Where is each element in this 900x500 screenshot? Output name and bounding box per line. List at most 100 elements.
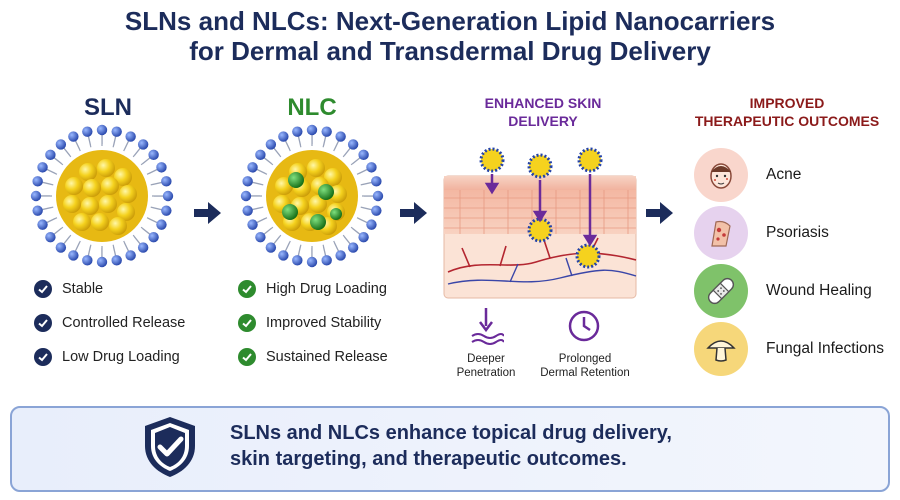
skin-note-line: Penetration — [456, 367, 516, 379]
sln-item: Stable — [34, 276, 214, 302]
lipid-head — [148, 149, 159, 161]
lipid-head — [30, 190, 42, 202]
lipid-head — [125, 131, 136, 142]
lipid-head — [156, 162, 167, 173]
outcome-label: Fungal Infections — [766, 340, 885, 357]
skin-note-line: Dermal Retention — [540, 367, 630, 379]
outcomes-heading-line-2: THERAPEUTIC OUTCOMES — [694, 113, 880, 129]
lipid-head — [111, 255, 122, 266]
sln-checklist: Stable Controlled Release Low Drug Loadi… — [34, 276, 214, 370]
skin-note-penetration: Deeper Penetration — [440, 352, 532, 380]
lipid-head — [247, 162, 258, 173]
lipid-head — [242, 176, 253, 187]
lipid-head — [306, 256, 318, 268]
skin-note-line: Prolonged — [558, 353, 612, 365]
lipid-head — [161, 176, 172, 187]
skin-note-line: Deeper — [467, 353, 505, 365]
check-icon — [238, 348, 256, 366]
lipid-head — [162, 190, 174, 202]
lipid-head — [55, 139, 67, 150]
summary-text: SLNs and NLCs enhance topical drug deliv… — [230, 420, 830, 472]
lipid-head — [366, 162, 377, 173]
lipid-head — [255, 231, 266, 243]
lipid-head — [335, 250, 346, 261]
sln-item-label: Low Drug Loading — [62, 349, 180, 365]
lipid-head — [37, 162, 48, 173]
lipid-head — [247, 219, 258, 230]
summary-line-2: skin targeting, and therapeutic outcomes… — [230, 448, 627, 470]
outcome-item: Psoriasis — [694, 204, 894, 262]
arrow-right-icon — [400, 202, 427, 224]
nlc-shell — [240, 124, 384, 268]
lipid-head — [278, 131, 289, 142]
lipid-head — [372, 190, 384, 202]
nlc-heading: NLC — [287, 94, 337, 121]
lipid-head — [82, 126, 93, 137]
nlc-item: Sustained Release — [238, 344, 418, 370]
lipid-head — [347, 242, 359, 253]
lipid-head — [321, 255, 332, 266]
sln-particle-illustration — [30, 124, 174, 268]
lipid-head — [161, 205, 172, 216]
skin-heading-line-2: DELIVERY — [508, 113, 578, 129]
nlc-particle-illustration — [240, 124, 384, 268]
bandage-icon — [694, 264, 748, 318]
lipid-head — [358, 231, 369, 243]
face-icon — [694, 148, 748, 202]
lipid-head — [265, 139, 277, 150]
skin-patch-icon — [694, 206, 748, 260]
lipid-head — [321, 126, 332, 137]
outcome-label: Psoriasis — [766, 224, 829, 241]
arrow-right-icon — [194, 202, 221, 224]
check-icon — [238, 314, 256, 332]
title-line-1: SLNs and NLCs: Next-Generation Lipid Nan… — [124, 6, 776, 36]
sln-item: Controlled Release — [34, 310, 214, 336]
check-icon — [34, 280, 52, 298]
outcomes-heading: IMPROVED THERAPEUTIC OUTCOMES — [676, 94, 898, 130]
lipid-head — [242, 205, 253, 216]
nlc-item: Improved Stability — [238, 310, 418, 336]
lipid-head — [32, 176, 43, 187]
lipid-head — [32, 205, 43, 216]
lipid-head — [96, 256, 108, 268]
lipid-head — [335, 131, 346, 142]
lipid-head — [37, 219, 48, 230]
lipid-head — [68, 250, 79, 261]
lipid-head — [240, 190, 252, 202]
lipid-head — [68, 131, 79, 142]
outcomes-heading-line-1: IMPROVED — [749, 95, 825, 111]
outcome-item: Fungal Infections — [694, 320, 894, 378]
nlc-item-label: Improved Stability — [266, 315, 382, 331]
skin-cross-section-illustration — [443, 147, 637, 299]
outcome-label: Acne — [766, 166, 802, 183]
arrow-right-icon — [646, 202, 673, 224]
outcome-item: Wound Healing — [694, 262, 894, 320]
nlc-item-label: High Drug Loading — [266, 281, 387, 297]
lipid-head — [347, 139, 359, 150]
skin-note-retention: Prolonged Dermal Retention — [530, 352, 640, 380]
penetration-arrow-icon — [471, 308, 504, 345]
skin-heading-line-1: ENHANCED SKIN — [484, 95, 602, 111]
sln-item: Low Drug Loading — [34, 344, 214, 370]
lipid-head — [82, 255, 93, 266]
lipid-head — [55, 242, 67, 253]
lipid-head — [255, 149, 266, 161]
check-icon — [34, 314, 52, 332]
lipid-head — [111, 126, 122, 137]
check-icon — [238, 280, 256, 298]
lipid-head — [148, 231, 159, 243]
lipid-head — [292, 255, 303, 266]
lipid-head — [366, 219, 377, 230]
lipid-head — [371, 176, 382, 187]
page-title: SLNs and NLCs: Next-Generation Lipid Nan… — [0, 6, 900, 66]
lipid-head — [292, 126, 303, 137]
lipid-head — [278, 250, 289, 261]
sln-item-label: Controlled Release — [62, 315, 186, 331]
skin-heading: ENHANCED SKIN DELIVERY — [448, 94, 638, 130]
shield-check-icon — [145, 417, 195, 477]
lipid-head — [156, 219, 167, 230]
mushroom-icon — [694, 322, 748, 376]
outcomes-list: Acne Psoriasis Wound Healing Fungal Infe… — [694, 146, 894, 378]
lipid-head — [371, 205, 382, 216]
summary-line-1: SLNs and NLCs enhance topical drug deliv… — [230, 422, 672, 444]
